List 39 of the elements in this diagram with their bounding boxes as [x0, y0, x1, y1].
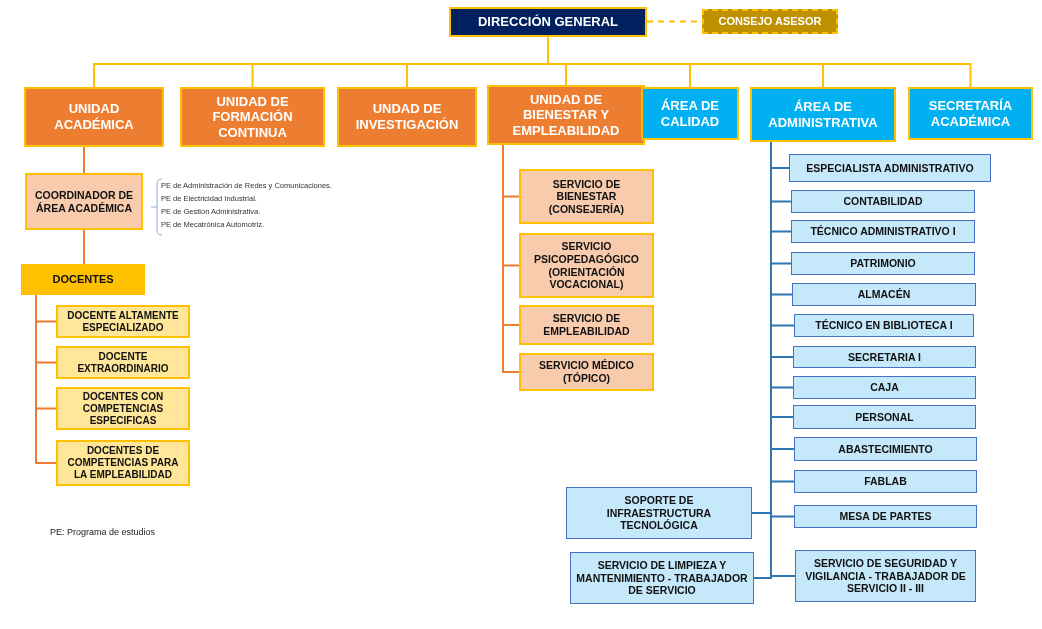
org-box: SERVICIO DE LIMPIEZA Y MANTENIMIENTO - TRABAJADOR DE SERVICIO: [570, 552, 754, 604]
org-box: UNDAD DE INVESTIGACIÓN: [337, 87, 477, 147]
org-box: PERSONAL: [793, 405, 976, 429]
org-box: SOPORTE DE INFRAESTRUCTURA TECNOLÓGICA: [566, 487, 752, 539]
org-box: FABLAB: [794, 470, 977, 493]
org-box: SECRETARÍA ACADÉMICA: [908, 87, 1033, 140]
org-box: ALMACÉN: [792, 283, 976, 306]
org-box: SERVICIO DE SEGURIDAD Y VIGILANCIA - TRABAJADOR DE SERVICIO II - III: [795, 550, 976, 602]
org-box: TÉCNICO EN BIBLIOTECA I: [794, 314, 974, 337]
org-box: DOCENTE EXTRAORDINARIO: [56, 346, 190, 379]
org-box: UNIDAD ACADÉMICA: [24, 87, 164, 147]
org-box: SECRETARIA I: [793, 346, 976, 368]
org-box: CONSEJO ASESOR: [702, 9, 838, 34]
org-box: CAJA: [793, 376, 976, 399]
connector-line: [502, 144, 520, 373]
org-box: DOCENTE ALTAMENTE ESPECIALIZADO: [56, 305, 190, 338]
org-box: SERVICIO DE EMPLEABILIDAD: [519, 305, 654, 345]
org-box: UNIDAD DE FORMACIÓN CONTINUA: [180, 87, 325, 147]
org-box: DIRECCIÓN GENERAL: [449, 7, 647, 37]
org-box: CONTABILIDAD: [791, 190, 975, 213]
org-box: ÁREA DE CALIDAD: [641, 87, 739, 140]
org-box: ABASTECIMIENTO: [794, 437, 977, 461]
connector-line: [83, 229, 85, 265]
footnote: PE: Programa de estudios: [50, 527, 156, 537]
org-box: UNIDAD DE BIENESTAR Y EMPLEABILIDAD: [487, 85, 645, 145]
connector-line: [83, 146, 85, 174]
org-box: ESPECIALISTA ADMINISTRATIVO: [789, 154, 991, 182]
connector-line: [35, 294, 57, 464]
org-box: TÉCNICO ADMINISTRATIVO I: [791, 220, 975, 243]
org-box: PATRIMONIO: [791, 252, 975, 275]
org-box: DOCENTES: [21, 264, 145, 295]
org-box: SERVICIO PSICOPEDAGÓGICO (ORIENTACIÓN VOCACIONAL): [519, 233, 654, 298]
org-box: SERVICIO DE BIENESTAR (CONSEJERÍA): [519, 169, 654, 224]
org-box: SERVICIO MÉDICO (TÓPICO): [519, 353, 654, 391]
org-box: MESA DE PARTES: [794, 505, 977, 528]
org-box: ÁREA DE ADMINISTRATIVA: [750, 87, 896, 142]
org-box: DOCENTES DE COMPETENCIAS PARA LA EMPLEABILIDAD: [56, 440, 190, 486]
org-box: COORDINADOR DE ÁREA ACADÉMICA: [25, 173, 143, 230]
org-box: DOCENTES CON COMPETENCIAS ESPECIFICAS: [56, 387, 190, 430]
